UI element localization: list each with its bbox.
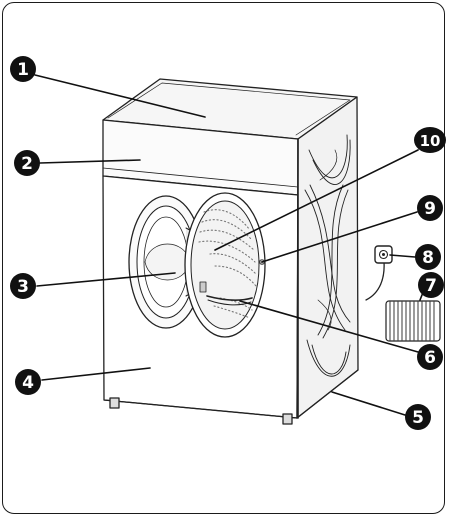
svg-text:2: 2 xyxy=(21,154,33,174)
svg-text:8: 8 xyxy=(422,248,434,268)
svg-text:1: 1 xyxy=(17,60,29,80)
svg-text:3: 3 xyxy=(17,277,29,297)
callout-4: 4 xyxy=(15,369,41,395)
leader-line-2 xyxy=(39,159,141,164)
leader-line-9 xyxy=(261,211,418,263)
leader-line-8 xyxy=(389,254,416,258)
svg-text:7: 7 xyxy=(425,276,437,296)
callout-3: 3 xyxy=(10,273,36,299)
leader-line-5 xyxy=(331,391,406,416)
exhaust-hose xyxy=(385,300,441,342)
power-cable xyxy=(365,261,385,301)
dryer-door-hinge xyxy=(199,281,207,293)
callout-8: 8 xyxy=(415,244,441,270)
callout-9: 9 xyxy=(417,195,443,221)
callout-5: 5 xyxy=(405,404,431,430)
callout-10: 10 xyxy=(414,127,446,153)
dryer-foot-front-left xyxy=(109,397,120,409)
dryer-side-panel xyxy=(296,96,359,419)
dryer-foot-front-right xyxy=(282,413,293,425)
callout-1: 1 xyxy=(10,56,36,82)
leader-line-6 xyxy=(239,300,419,353)
leader-line-1 xyxy=(34,74,206,118)
svg-text:6: 6 xyxy=(424,348,436,368)
svg-text:4: 4 xyxy=(22,373,34,393)
callout-6: 6 xyxy=(417,344,443,370)
leader-line-3 xyxy=(36,272,176,287)
callout-7: 7 xyxy=(418,272,444,298)
svg-text:10: 10 xyxy=(420,132,441,150)
leader-line-4 xyxy=(41,367,151,381)
callout-2: 2 xyxy=(14,150,40,176)
leader-line-10 xyxy=(214,149,419,251)
svg-text:5: 5 xyxy=(412,408,424,428)
svg-text:9: 9 xyxy=(424,199,436,219)
